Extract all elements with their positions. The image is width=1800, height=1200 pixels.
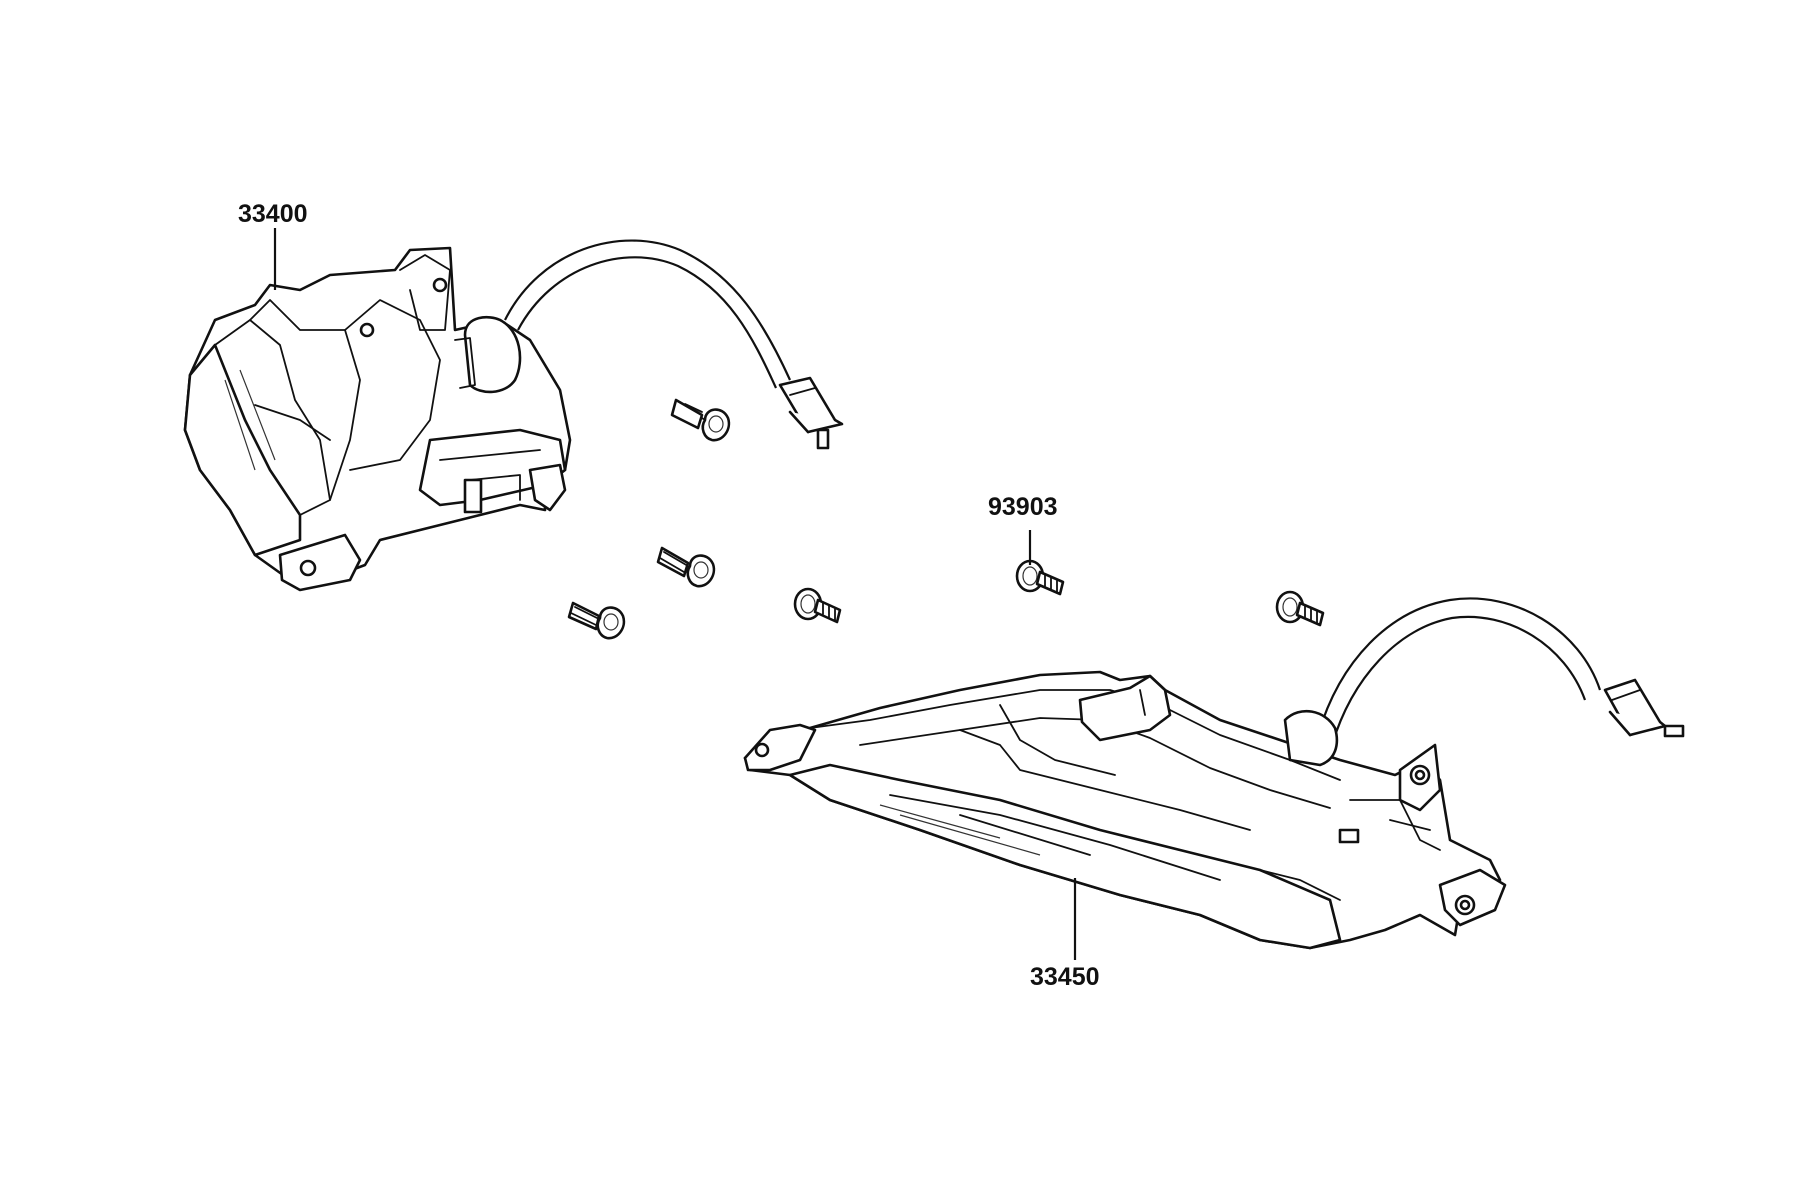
part-33400-lamp-assembly[interactable] [183,239,844,592]
part-33450-lamp-assembly[interactable] [743,597,1685,950]
screw-icon[interactable] [1275,590,1325,627]
screw-icon[interactable] [567,601,626,640]
connector-plug [778,376,844,450]
screw-icon[interactable] [670,398,731,442]
part-number-33400: 33400 [238,200,308,228]
screw-icon[interactable] [656,546,716,588]
part-number-93903: 93903 [988,493,1058,521]
connector-plug [1603,678,1685,738]
screw-icon[interactable] [793,587,842,624]
screw-icon[interactable] [1015,559,1065,596]
part-number-33450: 33450 [1030,963,1100,991]
